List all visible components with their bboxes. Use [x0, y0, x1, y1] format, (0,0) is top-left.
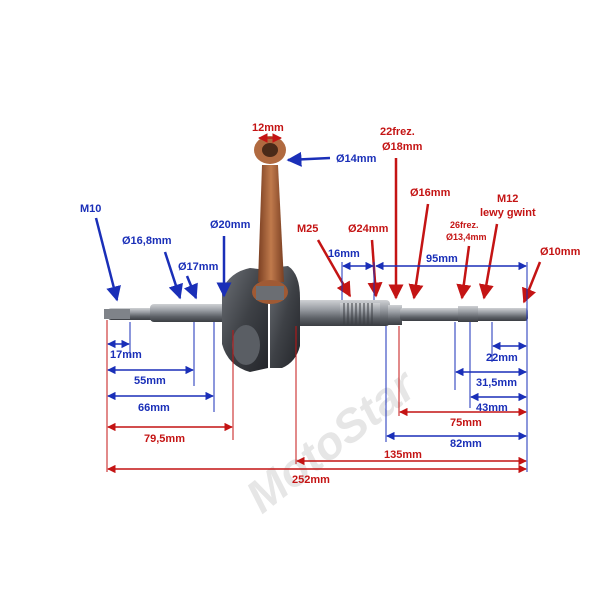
dim-79-5mm: 79,5mm [144, 433, 185, 445]
dim-135mm: 135mm [384, 449, 422, 461]
dim-16mm: 16mm [328, 248, 360, 260]
extension-lines [106, 262, 528, 472]
label-12mm: 12mm [252, 122, 284, 134]
label-d17: Ø17mm [178, 261, 219, 273]
label-d24: Ø24mm [348, 223, 389, 235]
label-d20: Ø20mm [210, 219, 251, 231]
label-d14: Ø14mm [336, 153, 377, 165]
connecting-rod [258, 165, 284, 282]
crankshaft-photo [104, 136, 528, 372]
dim-17mm: 17mm [110, 349, 142, 361]
dim-82mm: 82mm [450, 438, 482, 450]
label-lewy-gwint: lewy gwint [480, 207, 536, 219]
label-d13-4: Ø13,4mm [446, 232, 487, 242]
label-d16: Ø16mm [410, 187, 451, 199]
dim-252mm: 252mm [292, 474, 330, 486]
dim-55mm: 55mm [134, 375, 166, 387]
callouts-blue: M10 Ø16,8mm Ø17mm Ø20mm Ø14mm [80, 151, 377, 302]
crank-web-left-face [232, 325, 260, 365]
label-26frez: 26frez. [450, 220, 479, 230]
dim-95mm: 95mm [426, 253, 458, 265]
watermark-text: MotoStar [236, 358, 427, 523]
label-m12: M12 [497, 193, 518, 205]
label-d10: Ø10mm [540, 246, 581, 258]
callouts-red: 12mm 22frez. Ø18mm Ø16mm M12 lewy gwint … [252, 122, 581, 304]
shaft-spline-end [458, 306, 478, 322]
shaft-taper [150, 304, 230, 322]
thread-lines [343, 303, 373, 325]
shaft-spline [388, 305, 402, 325]
watermark: MotoStar [236, 358, 427, 523]
label-22frez: 22frez. [380, 126, 415, 138]
shaft-m10-thread [104, 309, 130, 319]
rod-small-end-hole [262, 143, 278, 157]
label-d18: Ø18mm [382, 141, 423, 153]
dim-22mm: 22mm [486, 352, 518, 364]
label-m10: M10 [80, 203, 101, 215]
needle-bearing [256, 286, 284, 300]
label-m25: M25 [297, 223, 318, 235]
label-d16-8: Ø16,8mm [122, 235, 172, 247]
dimension-lines: 16mm 95mm 17mm 55mm 66mm 79,5mm 22mm 31,… [107, 248, 527, 486]
dim-31-5mm: 31,5mm [476, 377, 517, 389]
dim-75mm: 75mm [450, 417, 482, 429]
dim-66mm: 66mm [138, 402, 170, 414]
